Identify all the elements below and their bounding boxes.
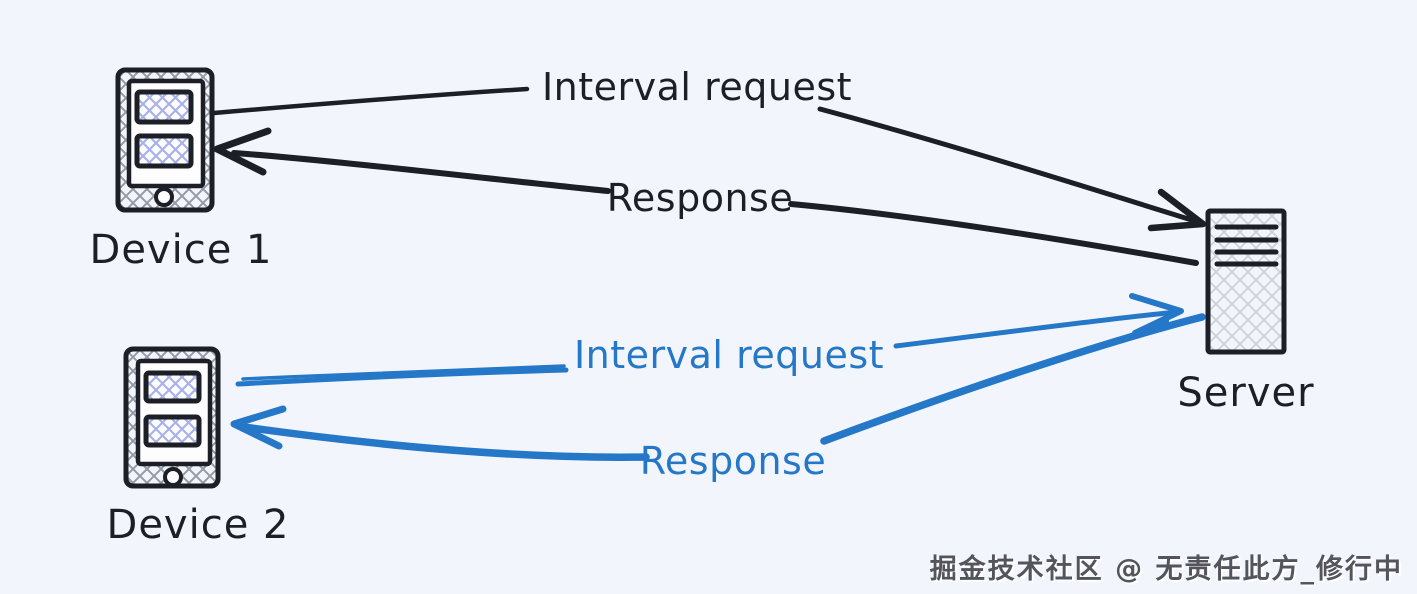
arrowhead-icon — [1147, 188, 1207, 232]
phone-icon — [123, 346, 221, 489]
flow-device1-request-label: Interval request — [542, 65, 852, 109]
flow-line — [820, 313, 1206, 445]
flow-line — [240, 423, 650, 461]
flow-device1-request: Interval request — [211, 65, 1207, 232]
watermark-text: 掘金技术社区 @ 无责任此方_修行中 — [929, 554, 1403, 585]
flow-line — [211, 86, 530, 116]
flow-device2-response-label: Response — [640, 439, 827, 483]
device1-label: Device 1 — [90, 227, 273, 273]
flow-device2-response: Response — [230, 313, 1206, 483]
flow-line — [235, 367, 569, 387]
flow-device2-request-label: Interval request — [574, 333, 884, 377]
flow-line — [817, 106, 1201, 225]
device2-label: Device 2 — [107, 502, 290, 548]
device1-node: Device 1 — [90, 67, 273, 273]
phone-icon — [115, 67, 215, 213]
server-icon — [1205, 208, 1287, 355]
server-node: Server — [1177, 208, 1314, 416]
server-label: Server — [1177, 370, 1314, 416]
flow-line — [788, 201, 1199, 266]
arrowhead-icon — [213, 127, 272, 176]
flow-line — [241, 364, 566, 381]
device2-node: Device 2 — [107, 346, 290, 548]
arrowhead-icon — [230, 405, 287, 450]
flow-device1-response: Response — [213, 127, 1199, 266]
flow-line — [1133, 318, 1169, 337]
flow-device1-response-label: Response — [607, 176, 794, 220]
flow-line — [893, 309, 1180, 349]
flow-line — [231, 150, 611, 194]
flow-device2-request: Interval request — [235, 293, 1184, 387]
